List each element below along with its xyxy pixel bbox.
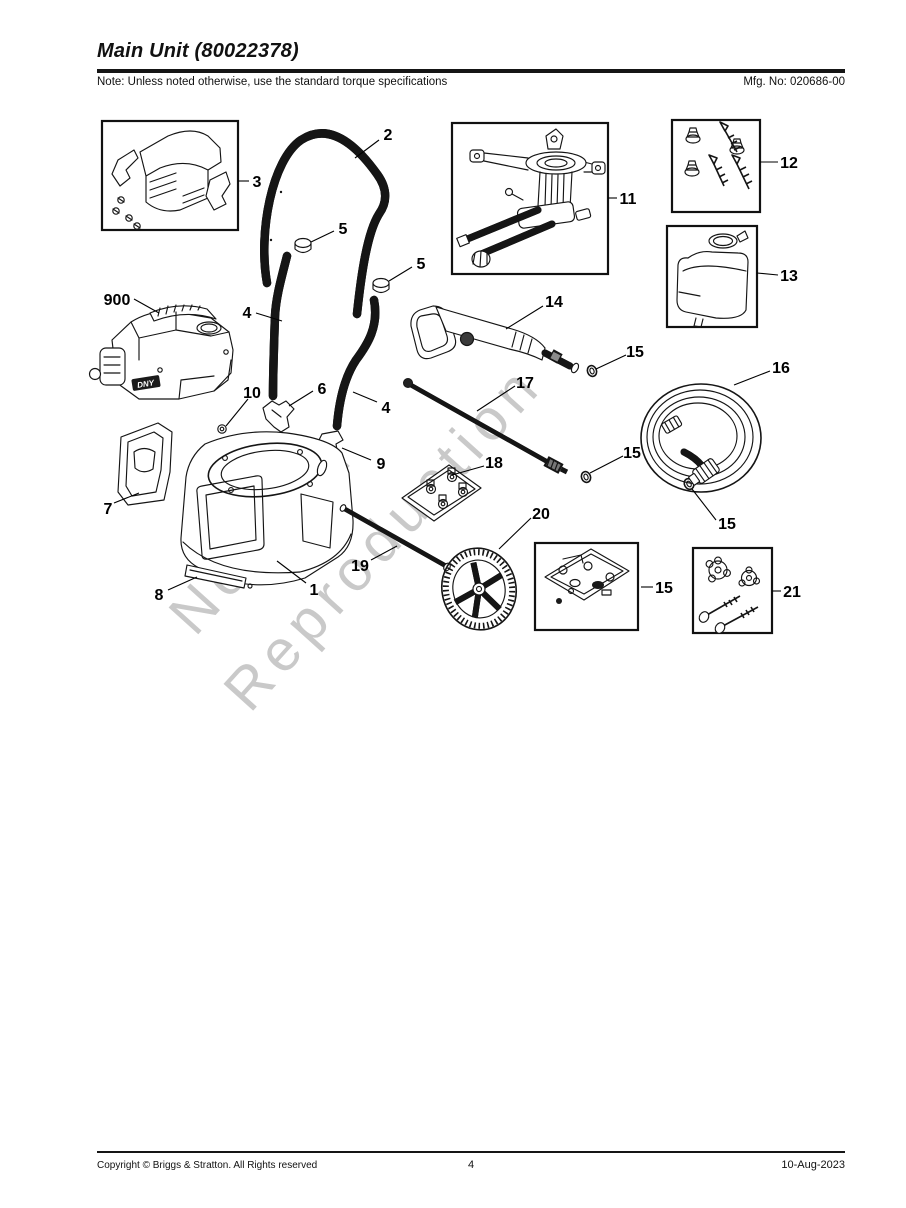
svg-text:4: 4 — [382, 400, 391, 417]
page-title: Main Unit (80022378) — [97, 40, 299, 62]
part-15-oring-gun — [586, 364, 598, 378]
part-6-clip — [262, 400, 295, 433]
svg-text:11: 11 — [620, 191, 637, 208]
part-13-tank — [665, 224, 759, 329]
callout-2: 2 — [354, 127, 393, 159]
part-20-wheel — [441, 547, 517, 631]
callout-19: 19 — [351, 545, 398, 575]
svg-text:14: 14 — [545, 294, 563, 311]
callout-18: 18 — [451, 455, 503, 476]
part-15-kit-box — [533, 541, 640, 632]
header-divider — [97, 69, 845, 73]
part-21-hardware-kit — [691, 546, 774, 635]
svg-text:15: 15 — [718, 516, 736, 533]
callout-15-gun: 15 — [595, 344, 644, 370]
callout-21: 21 — [772, 584, 801, 601]
callout-5-left: 5 — [310, 221, 348, 243]
svg-text:4: 4 — [243, 305, 252, 322]
svg-text:6: 6 — [318, 381, 327, 398]
callout-6: 6 — [288, 381, 327, 407]
callout-13: 13 — [756, 268, 798, 285]
svg-text:20: 20 — [532, 506, 550, 523]
callout-4-right: 4 — [352, 391, 391, 417]
callout-20: 20 — [498, 506, 550, 550]
part-16-hose — [640, 383, 762, 493]
part-4-tube-right — [332, 295, 375, 431]
svg-text:13: 13 — [780, 268, 798, 285]
callout-1: 1 — [276, 560, 319, 599]
svg-text:10: 10 — [243, 385, 261, 402]
part-5-cap-left — [294, 237, 312, 254]
callout-17: 17 — [476, 375, 534, 412]
part-900-engine: DNY — [88, 304, 234, 400]
part-5-cap-right — [372, 277, 390, 294]
part-10-nut — [217, 424, 227, 434]
svg-text:7: 7 — [104, 501, 113, 518]
callout-3: 3 — [238, 174, 262, 191]
header-note-row: Note: Unless noted otherwise, use the st… — [97, 75, 845, 89]
svg-text:3: 3 — [253, 174, 262, 191]
callout-10: 10 — [225, 385, 261, 427]
svg-text:900: 900 — [104, 292, 131, 309]
svg-text:17: 17 — [516, 375, 534, 392]
revision-date: 10-Aug-2023 — [781, 1159, 845, 1171]
callout-5-right: 5 — [388, 256, 426, 282]
callout-8: 8 — [155, 576, 198, 604]
svg-text:15: 15 — [626, 344, 644, 361]
callout-11: 11 — [608, 191, 637, 208]
svg-text:2: 2 — [384, 127, 393, 144]
callout-12: 12 — [760, 155, 798, 172]
part-7-front-panel — [117, 422, 173, 506]
svg-text:15: 15 — [655, 580, 673, 597]
callout-7: 7 — [104, 492, 140, 518]
svg-text:21: 21 — [783, 584, 801, 601]
svg-text:5: 5 — [339, 221, 348, 238]
engine-brand-badge: DNY — [137, 378, 156, 390]
torque-note: Note: Unless noted otherwise, use the st… — [97, 76, 448, 88]
svg-text:8: 8 — [155, 587, 164, 604]
part-18-nozzle-kit — [401, 464, 482, 522]
svg-text:16: 16 — [772, 360, 790, 377]
svg-text:19: 19 — [351, 558, 369, 575]
callout-900: 900 — [104, 292, 160, 314]
page-number: 4 — [467, 1159, 475, 1171]
callout-15-hose: 15 — [691, 488, 736, 533]
svg-text:15: 15 — [623, 445, 641, 462]
part-2-handle — [264, 133, 385, 319]
part-3-cradle-panel — [100, 119, 240, 232]
callout-9: 9 — [341, 447, 386, 473]
svg-text:9: 9 — [377, 456, 386, 473]
callout-15-wand: 15 — [589, 445, 641, 474]
part-11-pump — [450, 121, 610, 276]
callout-4-left: 4 — [243, 305, 283, 322]
part-15-oring-wand — [580, 470, 592, 484]
callout-16: 16 — [733, 360, 790, 386]
callout-15-kit: 15 — [641, 580, 673, 597]
part-17-wand — [403, 378, 569, 475]
part-4-tube-left — [268, 251, 292, 401]
svg-text:18: 18 — [485, 455, 503, 472]
footer-divider — [97, 1151, 845, 1153]
part-14-spray-gun — [410, 305, 580, 374]
svg-text:5: 5 — [417, 256, 426, 273]
svg-text:1: 1 — [310, 582, 319, 599]
part-1-base-housing — [180, 431, 354, 586]
copyright-text: Copyright © Briggs & Stratton. All Right… — [97, 1160, 318, 1171]
mfg-number: Mfg. No: 020686-00 — [743, 76, 845, 88]
callout-14: 14 — [505, 294, 563, 330]
svg-text:12: 12 — [780, 155, 798, 172]
part-12-bolt-kit — [670, 118, 762, 214]
part-8-foot-pad — [184, 564, 253, 589]
